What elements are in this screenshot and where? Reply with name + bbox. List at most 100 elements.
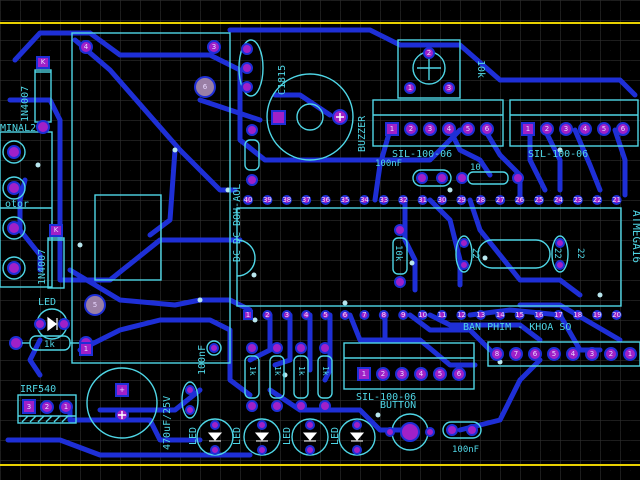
resistor-array-1k[interactable]: 1k 1k 1k 1k [244, 342, 333, 412]
mcu-top-pin-18[interactable] [572, 195, 583, 205]
sil-right-pad-1[interactable] [521, 122, 535, 136]
buzzer[interactable]: BUZZER [266, 73, 368, 161]
mcu-bottom-pin-17[interactable] [553, 310, 564, 320]
sil-right-pad-4[interactable] [578, 122, 592, 136]
sil-button-pad-6[interactable] [452, 367, 466, 381]
cap-470uf[interactable]: + 470uF/25V [86, 367, 173, 450]
mcu-bottom-pin-11[interactable] [437, 310, 447, 320]
mcu-bottom-pin-13[interactable] [475, 310, 486, 320]
mcu-bottom-pin-14[interactable] [495, 310, 506, 320]
mcu-bottom-pin-12[interactable] [456, 310, 467, 320]
resistor-10k-mid[interactable]: 10k [392, 224, 408, 288]
sil-left-pad-2[interactable] [404, 122, 418, 136]
mcu-top-pin-6[interactable] [340, 195, 350, 205]
keypad-pad-4[interactable] [547, 347, 561, 361]
mcu-top-pin-16[interactable] [534, 195, 544, 205]
sil-left-pad-3[interactable] [423, 122, 437, 136]
mcu-top-pin-3[interactable] [281, 195, 292, 205]
mcu-bottom-pin-18[interactable] [572, 310, 583, 320]
mcu-bottom-pin-7[interactable] [359, 310, 370, 320]
mcu-top-pin-20[interactable] [611, 195, 622, 205]
mcu-bottom-pin-15[interactable] [514, 310, 525, 320]
keypad-pad-2[interactable] [509, 347, 523, 361]
mcu-top-pin-11[interactable] [437, 195, 447, 205]
dcdc-module[interactable]: 4 3 6 5 1 [71, 32, 231, 364]
mcu-bottom-pin-3[interactable] [281, 310, 292, 320]
sil-button-pad-3[interactable] [395, 367, 409, 381]
mcu-bottom-pin-6[interactable] [340, 310, 350, 320]
led-indicator-left[interactable]: LED [34, 297, 70, 340]
sil-left-pad-4[interactable] [442, 122, 456, 136]
mcu-bottom-pin-10[interactable] [417, 310, 428, 320]
diode-top-k-pad: K [41, 58, 46, 66]
sil-button-pad-4[interactable] [414, 367, 428, 381]
keypad-pad-7[interactable] [604, 347, 618, 361]
mcu-top-pin-label-17: 24 [554, 196, 563, 204]
resistor-10[interactable]: 10 [456, 163, 524, 185]
mcu-top-pin-15[interactable] [514, 195, 525, 205]
mcu-top-pin-10[interactable] [417, 195, 428, 205]
trimmer-pot-10k[interactable]: 2 1 3 10k [397, 39, 486, 99]
led-bottom-a[interactable]: LED [188, 418, 234, 456]
sil-left-pad-1[interactable] [385, 122, 399, 136]
mcu-bottom-pin-1[interactable] [243, 310, 253, 320]
keypad-pad-6[interactable] [585, 347, 599, 361]
crystal-oscillator[interactable]: 22 22 22 [455, 235, 585, 273]
diode-1n4007-top[interactable]: K 1N4007 [20, 56, 52, 134]
sil-button-pad-1[interactable] [357, 367, 371, 381]
mosfet-irf540[interactable]: IRF540 3 2 1 [17, 384, 77, 424]
mcu-top-pin-12[interactable] [456, 195, 467, 205]
sil-right-pad-3[interactable] [559, 122, 573, 136]
sil-right-pad-5[interactable] [597, 122, 611, 136]
sil-button-pad-2[interactable] [376, 367, 390, 381]
mcu-bottom-pin-9[interactable] [398, 310, 409, 320]
crystal-left-label: 22 [470, 248, 480, 259]
keypad-pad-3[interactable] [528, 347, 542, 361]
mcu-top-pin-4[interactable] [301, 195, 312, 205]
mcu-bottom-pin-8[interactable] [378, 310, 389, 320]
cap-100nf-left[interactable]: 100nF [181, 340, 222, 419]
mcu-top-pin-5[interactable] [320, 195, 331, 205]
mcu-top-pin-label-9: 32 [399, 196, 408, 204]
mcu-bottom-pin-4[interactable] [301, 310, 312, 320]
transistor-c1815[interactable]: C1815 [238, 39, 288, 97]
mcu-top-pin-14[interactable] [495, 195, 506, 205]
led-bottom-c[interactable]: LED [282, 418, 329, 456]
mcu-bottom-pin-2[interactable] [262, 310, 273, 320]
keypad-pad-1[interactable] [490, 347, 504, 361]
mcu-top-pin-1[interactable] [243, 195, 253, 205]
mcu-bottom-pin-5[interactable] [320, 310, 331, 320]
mcu-top-pin-8[interactable] [378, 195, 389, 205]
mcu-bottom-pin-label-2: 2 [265, 311, 269, 319]
mcu-bottom-pin-19[interactable] [592, 310, 603, 320]
mcu-top-pin-13[interactable] [475, 195, 486, 205]
mcu-bottom-pin-16[interactable] [534, 310, 544, 320]
sil-button-pad-5[interactable] [433, 367, 447, 381]
diode-1n4007-mid[interactable]: K 1N4007 [37, 224, 65, 289]
led-bottom-d[interactable]: LED [330, 418, 376, 456]
mcu-top-pin-19[interactable] [592, 195, 603, 205]
mcu-top-pin-2[interactable] [262, 195, 273, 205]
keypad-pad-8[interactable] [623, 347, 637, 361]
terminal-block-minal2[interactable]: MINAL2 otor [0, 123, 53, 288]
sil-right-pad-2[interactable] [540, 122, 554, 136]
mcu-top-pin-7[interactable] [359, 195, 370, 205]
sil-left-pad-6[interactable] [480, 122, 494, 136]
led-bottom-b[interactable]: LED [232, 418, 281, 456]
push-button[interactable]: BUTTON [380, 400, 435, 451]
sil-right-pad-6[interactable] [616, 122, 630, 136]
mcu-bottom-pin-20[interactable] [611, 310, 622, 320]
cap-100nf-bottom[interactable]: 100nF [442, 421, 482, 455]
mcu-top-pin-17[interactable] [553, 195, 564, 205]
keypad-pad-5[interactable] [566, 347, 580, 361]
sil-left-pad-5[interactable] [461, 122, 475, 136]
mcu-top-pin-9[interactable] [398, 195, 409, 205]
sil-left-pad-label-6: 6 [485, 125, 490, 133]
cap-100nf-top[interactable]: 100nF [375, 159, 452, 187]
